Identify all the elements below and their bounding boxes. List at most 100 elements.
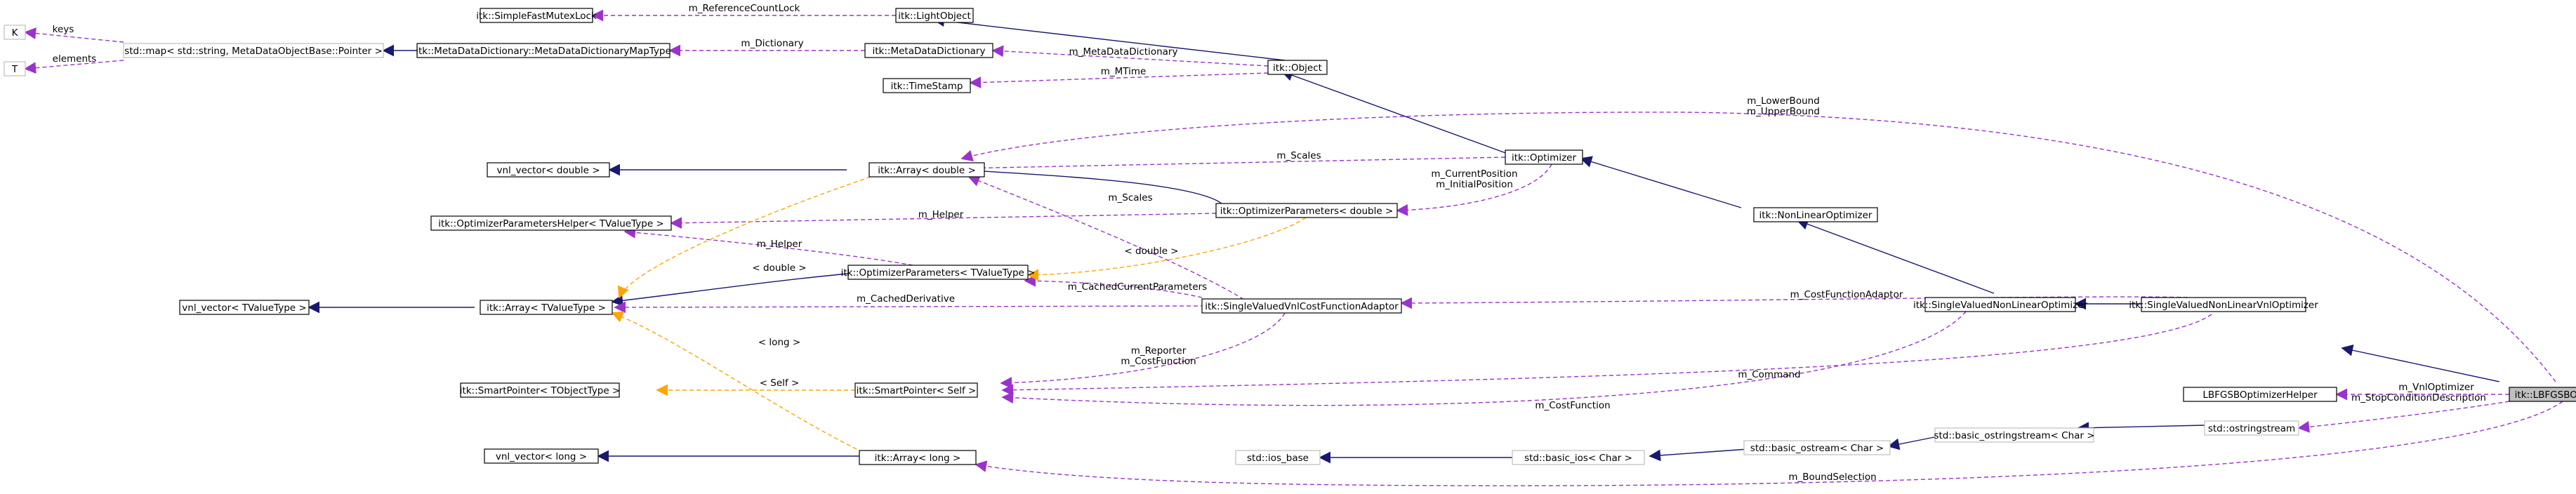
node-object[interactable]: itk::Object bbox=[1267, 60, 1328, 75]
edge-params-t-to-helper bbox=[623, 227, 913, 266]
label-command: m_Command bbox=[1738, 369, 1800, 380]
label-vnl-optimizer: m_VnlOptimizer bbox=[2398, 382, 2474, 393]
node-svnlo[interactable]: itk::SingleValuedNonLinearOptimizer bbox=[1913, 297, 2088, 312]
edge-nonlinear-to-optimizer bbox=[1580, 156, 1742, 208]
node-light[interactable]: itk::LightObject bbox=[895, 8, 974, 23]
node-array-t-label: itk::Array< TValueType > bbox=[487, 302, 606, 314]
node-sp-self[interactable]: itk::SmartPointer< Self > bbox=[854, 382, 978, 398]
edges bbox=[24, 9, 2563, 486]
node-dict[interactable]: itk::MetaDataDictionary bbox=[864, 43, 993, 58]
node-timestamp-label: itk::TimeStamp bbox=[891, 81, 963, 92]
label-helper: m_Helper bbox=[918, 209, 964, 220]
node-ios-base[interactable]: std::ios_base bbox=[1235, 450, 1321, 465]
label-cost-function: m_CostFunction bbox=[1121, 356, 1196, 367]
node-optimizer[interactable]: itk::Optimizer bbox=[1505, 149, 1583, 165]
node-std-map[interactable]: std::map< std::string, MetaDataObjectBas… bbox=[123, 43, 384, 58]
edge-svnlo-to-nonlinear bbox=[1796, 218, 1995, 294]
node-timestamp[interactable]: itk::TimeStamp bbox=[883, 78, 971, 93]
node-vnl-double-label: vnl_vector< double > bbox=[496, 165, 600, 176]
label-upper-bound: m_UpperBound bbox=[1747, 106, 1820, 117]
edge-adaptor-to-params-t bbox=[1024, 274, 1203, 298]
node-adaptor[interactable]: itk::SingleValuedVnlCostFunctionAdaptor bbox=[1201, 298, 1402, 314]
node-svnlo-label: itk::SingleValuedNonLinearOptimizer bbox=[1913, 300, 2088, 311]
label-scales2: m_Scales bbox=[1108, 192, 1152, 203]
node-vnl-t[interactable]: vnl_vector< TValueType > bbox=[179, 300, 310, 315]
node-k[interactable]: K bbox=[4, 25, 26, 40]
node-t[interactable]: T bbox=[4, 61, 26, 76]
edge-optimizer-to-array-scales bbox=[959, 156, 1506, 175]
edge-object-to-light bbox=[932, 15, 1286, 61]
node-vnl-t-label: vnl_vector< TValueType > bbox=[182, 302, 306, 314]
node-sp-t[interactable]: itk::SmartPointer< TObjectType > bbox=[460, 382, 621, 398]
node-basic-ios[interactable]: std::basic_ios< Char > bbox=[1512, 450, 1645, 465]
edge-ostringstream-to-basic-ostringstream bbox=[2077, 422, 2205, 434]
node-lbfgsb-helper-label: LBFGSBOptimizerHelper bbox=[2202, 389, 2318, 401]
node-ostringstream-label: std::ostringstream bbox=[2208, 423, 2295, 434]
label-scales: m_Scales bbox=[1276, 150, 1321, 161]
edge-lbfgsb-to-svnlvo bbox=[2341, 344, 2500, 382]
label-double2: < double > bbox=[1124, 246, 1178, 257]
node-svnlvo[interactable]: itk::SingleValuedNonLinearVnlOptimizer bbox=[2129, 297, 2318, 312]
edge-optimizer-to-params-double bbox=[1396, 163, 1552, 216]
node-array-double[interactable]: itk::Array< double > bbox=[868, 162, 985, 178]
label-mtime: m_MTime bbox=[1101, 66, 1147, 77]
edge-lbfgsb-to-array-double-bounds bbox=[960, 112, 2556, 382]
node-light-label: itk::LightObject bbox=[898, 11, 971, 22]
label-current-position: m_CurrentPosition bbox=[1431, 168, 1517, 180]
label-stop-condition: m_StopConditionDescription bbox=[2351, 392, 2486, 403]
node-params-double[interactable]: itk::OptimizerParameters< double > bbox=[1215, 203, 1398, 218]
node-basic-ios-label: std::basic_ios< Char > bbox=[1524, 453, 1632, 464]
node-basic-ostream[interactable]: std::basic_ostream< Char > bbox=[1743, 440, 1891, 455]
label-double1: < double > bbox=[752, 262, 806, 274]
edge-params-double-to-array bbox=[958, 164, 1222, 204]
node-array-long[interactable]: itk::Array< long > bbox=[859, 450, 977, 465]
node-array-t[interactable]: itk::Array< TValueType > bbox=[480, 300, 613, 315]
node-lbfgsb-label: itk::LBFGSBOptimizer bbox=[2515, 389, 2576, 401]
node-basic-ostringstream[interactable]: std::basic_ostringstream< Char > bbox=[1934, 427, 2095, 443]
node-adaptor-label: itk::SingleValuedVnlCostFunctionAdaptor bbox=[1205, 301, 1399, 312]
label-lower-bound: m_LowerBound bbox=[1747, 95, 1820, 107]
node-ios-base-label: std::ios_base bbox=[1247, 453, 1309, 464]
node-basic-ostringstream-label: std::basic_ostringstream< Char > bbox=[1934, 430, 2094, 441]
label-reporter: m_Reporter bbox=[1131, 345, 1187, 356]
node-k-label: K bbox=[12, 27, 19, 39]
edge-object-to-timestamp bbox=[969, 72, 1269, 88]
edge-array-double-template bbox=[618, 176, 871, 299]
edge-std-map-keys bbox=[24, 27, 124, 43]
node-lbfgsb-helper[interactable]: LBFGSBOptimizerHelper bbox=[2183, 387, 2337, 402]
node-nonlinear[interactable]: itk::NonLinearOptimizer bbox=[1753, 207, 1878, 222]
label-ref-lock: m_ReferenceCountLock bbox=[689, 3, 800, 14]
node-lbfgsb[interactable]: itk::LBFGSBOptimizer bbox=[2509, 387, 2576, 402]
label-long1: < long > bbox=[758, 337, 800, 348]
label-dictionary: m_Dictionary bbox=[741, 38, 803, 49]
edge-svnlvo-to-sp-self-command bbox=[1001, 314, 2212, 396]
edge-object-to-dict bbox=[991, 45, 1269, 67]
node-array-double-label: itk::Array< double > bbox=[878, 165, 976, 176]
node-t-label: T bbox=[11, 64, 18, 75]
label-bound-selection: m_BoundSelection bbox=[1788, 472, 1876, 483]
node-params-double-label: itk::OptimizerParameters< double > bbox=[1220, 206, 1394, 217]
node-vnl-long[interactable]: vnl_vector< long > bbox=[484, 448, 599, 464]
node-params-t[interactable]: itk::OptimizerParameters< TValueType > bbox=[841, 265, 1036, 280]
node-nonlinear-label: itk::NonLinearOptimizer bbox=[1759, 210, 1872, 221]
label-cached-derivative: m_CachedDerivative bbox=[857, 293, 955, 305]
edge-adaptor-to-array-t bbox=[614, 301, 1206, 314]
edge-lbfgsb-to-ostringstream bbox=[2297, 401, 2510, 433]
edge-svnlo-to-sp-self-costfunction bbox=[1001, 311, 1967, 406]
label-cost-function2: m_CostFunction bbox=[1535, 400, 1610, 411]
node-helper-label: itk::OptimizerParametersHelper< TValueTy… bbox=[438, 218, 663, 229]
edge-lbfgsb-to-array-long bbox=[975, 401, 2563, 486]
edge-array-long-template bbox=[611, 311, 857, 450]
node-helper[interactable]: itk::OptimizerParametersHelper< TValueTy… bbox=[430, 215, 672, 231]
node-map-type[interactable]: itk::MetaDataDictionary::MetaDataDiction… bbox=[416, 43, 671, 58]
node-mutex[interactable]: itk::SimpleFastMutexLock bbox=[476, 8, 597, 23]
label-self: < Self > bbox=[760, 378, 800, 389]
node-vnl-long-label: vnl_vector< long > bbox=[496, 451, 587, 462]
node-map-type-label: itk::MetaDataDictionary::MetaDataDiction… bbox=[416, 46, 671, 57]
node-array-long-label: itk::Array< long > bbox=[875, 453, 961, 464]
node-vnl-double[interactable]: vnl_vector< double > bbox=[487, 162, 610, 178]
edge-params-t-to-array-t bbox=[611, 273, 849, 307]
node-ostringstream[interactable]: std::ostringstream bbox=[2204, 420, 2299, 436]
node-mutex-label: itk::SimpleFastMutexLock bbox=[476, 11, 597, 22]
edge-basic-ostream-to-basic-ios bbox=[1649, 448, 1749, 462]
